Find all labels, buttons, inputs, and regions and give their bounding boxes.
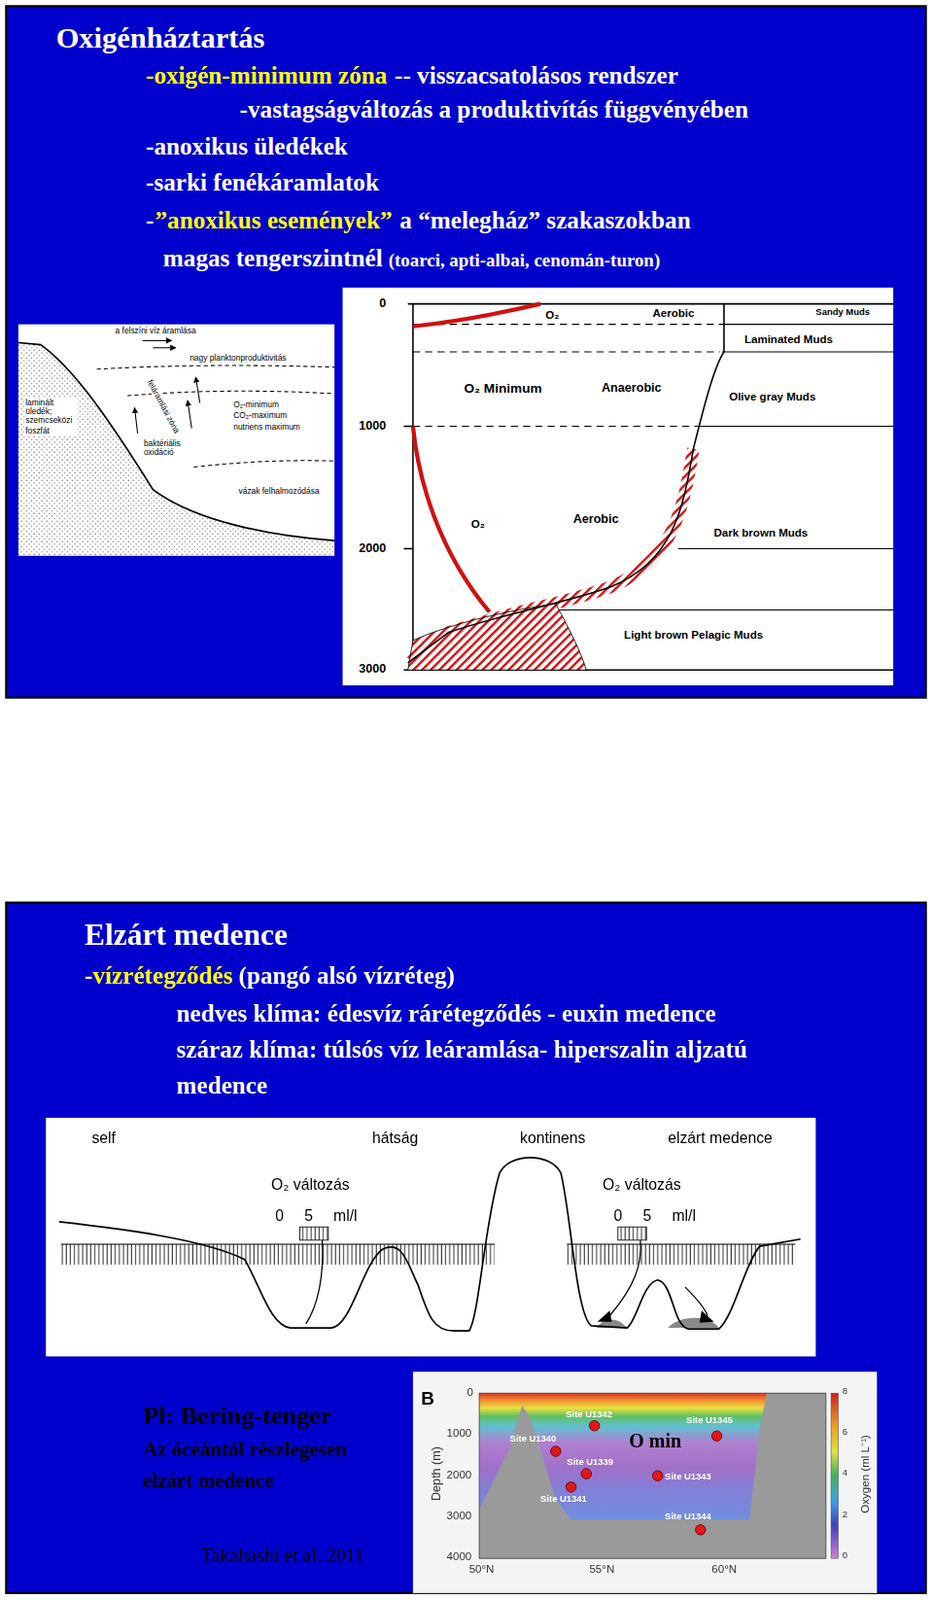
text-label: elzárt medence bbox=[142, 1468, 275, 1492]
text-label: 1000 bbox=[447, 1426, 473, 1440]
text-label: O₂ bbox=[545, 309, 559, 322]
text-label: 55°N bbox=[588, 1561, 615, 1575]
text-label: 2000 bbox=[447, 1468, 473, 1482]
text-label: laminált üledék; szemcseközi foszfát bbox=[24, 397, 78, 436]
text-label: 3000 bbox=[447, 1509, 473, 1522]
text-label: O₂-minimum bbox=[232, 399, 280, 410]
text-label: (pangó alsó vízréteg) bbox=[239, 962, 455, 991]
text-label: Olive gray Muds bbox=[728, 390, 816, 404]
site-label: Site U1339 bbox=[566, 1455, 614, 1467]
text-label: 2000 bbox=[358, 541, 386, 555]
basin-profile-figure bbox=[45, 1117, 816, 1357]
text-label: Laminated Muds bbox=[744, 332, 833, 346]
text-label: CO₂-maximum bbox=[232, 411, 288, 421]
text-label: a “melegház” szakaszokban bbox=[399, 207, 691, 236]
text-label: 0 bbox=[467, 1385, 474, 1399]
text-label: Az óceántól részlegesen bbox=[142, 1437, 347, 1461]
text-label: magas tengerszintnél bbox=[163, 244, 383, 274]
site-label: Site U1342 bbox=[565, 1409, 613, 1420]
highlight-text: ”anoxikus események” bbox=[154, 207, 392, 236]
text-label: nagy planktonproduktivitás bbox=[188, 353, 287, 364]
text-label: -anoxikus üledékek bbox=[145, 133, 348, 162]
text-label: 0 bbox=[379, 296, 386, 311]
text-label: 8 bbox=[842, 1385, 848, 1397]
text-label: Depth (m) bbox=[429, 1446, 444, 1501]
text-label: hátság bbox=[372, 1128, 418, 1146]
text-label: self bbox=[91, 1128, 115, 1146]
text-label: Pl: Bering-tenger bbox=[142, 1401, 332, 1431]
text-label: O₂ változás bbox=[271, 1175, 349, 1194]
text-label: O min bbox=[628, 1429, 682, 1452]
site-label: Site U1344 bbox=[664, 1511, 712, 1522]
text-label: Light brown Pelagic Muds bbox=[623, 627, 763, 641]
text-label: (toarci, apti-albai, cenomán-turon) bbox=[388, 249, 660, 272]
text-label: - bbox=[84, 962, 93, 991]
text-label: -- visszacsatolásos rendszer bbox=[394, 62, 679, 91]
text-label: 4000 bbox=[447, 1550, 473, 1563]
text-label: Dark brown Muds bbox=[713, 525, 808, 539]
text-label: baktériális oxidáció bbox=[142, 438, 197, 457]
text-label: 2 bbox=[842, 1509, 848, 1521]
highlight-text: -oxigén-minimum zóna bbox=[145, 62, 387, 91]
text-label: 6 bbox=[842, 1426, 848, 1438]
text-label: Aerobic bbox=[573, 513, 620, 527]
text-label: O₂ Minimum bbox=[463, 380, 542, 397]
site-label: Site U1340 bbox=[510, 1432, 557, 1444]
slide-panels bbox=[5, 5, 926, 1593]
text-label: 1000 bbox=[358, 418, 386, 433]
text-label: Oxygen (ml L⁻¹) bbox=[858, 1434, 871, 1514]
text-label: 60°N bbox=[711, 1561, 737, 1575]
text-label: 0 5 ml/l bbox=[275, 1206, 357, 1224]
text-label: O₂ bbox=[471, 518, 485, 531]
text-label: kontinens bbox=[519, 1128, 586, 1146]
text-label: - bbox=[145, 207, 154, 236]
text-label: száraz klíma: túlsós víz leáramlása- hip… bbox=[176, 1032, 840, 1104]
site-label: Site U1345 bbox=[686, 1414, 733, 1425]
text-label: 0 5 ml/l bbox=[614, 1206, 696, 1224]
site-label: Site U1341 bbox=[540, 1493, 588, 1505]
text-label: Takahashi et al. 2011 bbox=[201, 1545, 365, 1568]
text-label: elzárt medence bbox=[667, 1128, 773, 1146]
text-label: nutriens maximum bbox=[232, 421, 302, 432]
text-label: 4 bbox=[842, 1467, 848, 1479]
text-label: Sandy Muds bbox=[815, 307, 870, 318]
text-label: B bbox=[420, 1387, 435, 1410]
text-label: Anaerobic bbox=[601, 380, 662, 395]
bering-oxygen-section bbox=[413, 1371, 877, 1593]
text-label: -sarki fenékáramlatok bbox=[145, 169, 380, 198]
highlight-text: vízrétegződés bbox=[92, 962, 233, 991]
upwelling-figure bbox=[18, 324, 335, 556]
site-label: Site U1343 bbox=[664, 1471, 712, 1483]
oxygen-minimum-figure bbox=[343, 287, 895, 686]
text-label: -vastagságváltozás a produktivítás függv… bbox=[240, 96, 749, 125]
slide-title: Elzárt medence bbox=[84, 916, 288, 952]
text-label: nedves klíma: édesvíz rárétegződés - eux… bbox=[176, 1000, 717, 1029]
text-label: a felszíni víz áramlása bbox=[114, 326, 198, 337]
text-label: Aerobic bbox=[652, 307, 694, 320]
text-label: O₂ változás bbox=[602, 1175, 681, 1194]
text-label: 3000 bbox=[358, 662, 386, 677]
slide-title: Oxigénháztartás bbox=[56, 21, 266, 56]
text-label: 50°N bbox=[469, 1561, 495, 1575]
text-label: 0 bbox=[842, 1550, 848, 1561]
text-label: vázak felhalmozódása bbox=[237, 485, 320, 496]
